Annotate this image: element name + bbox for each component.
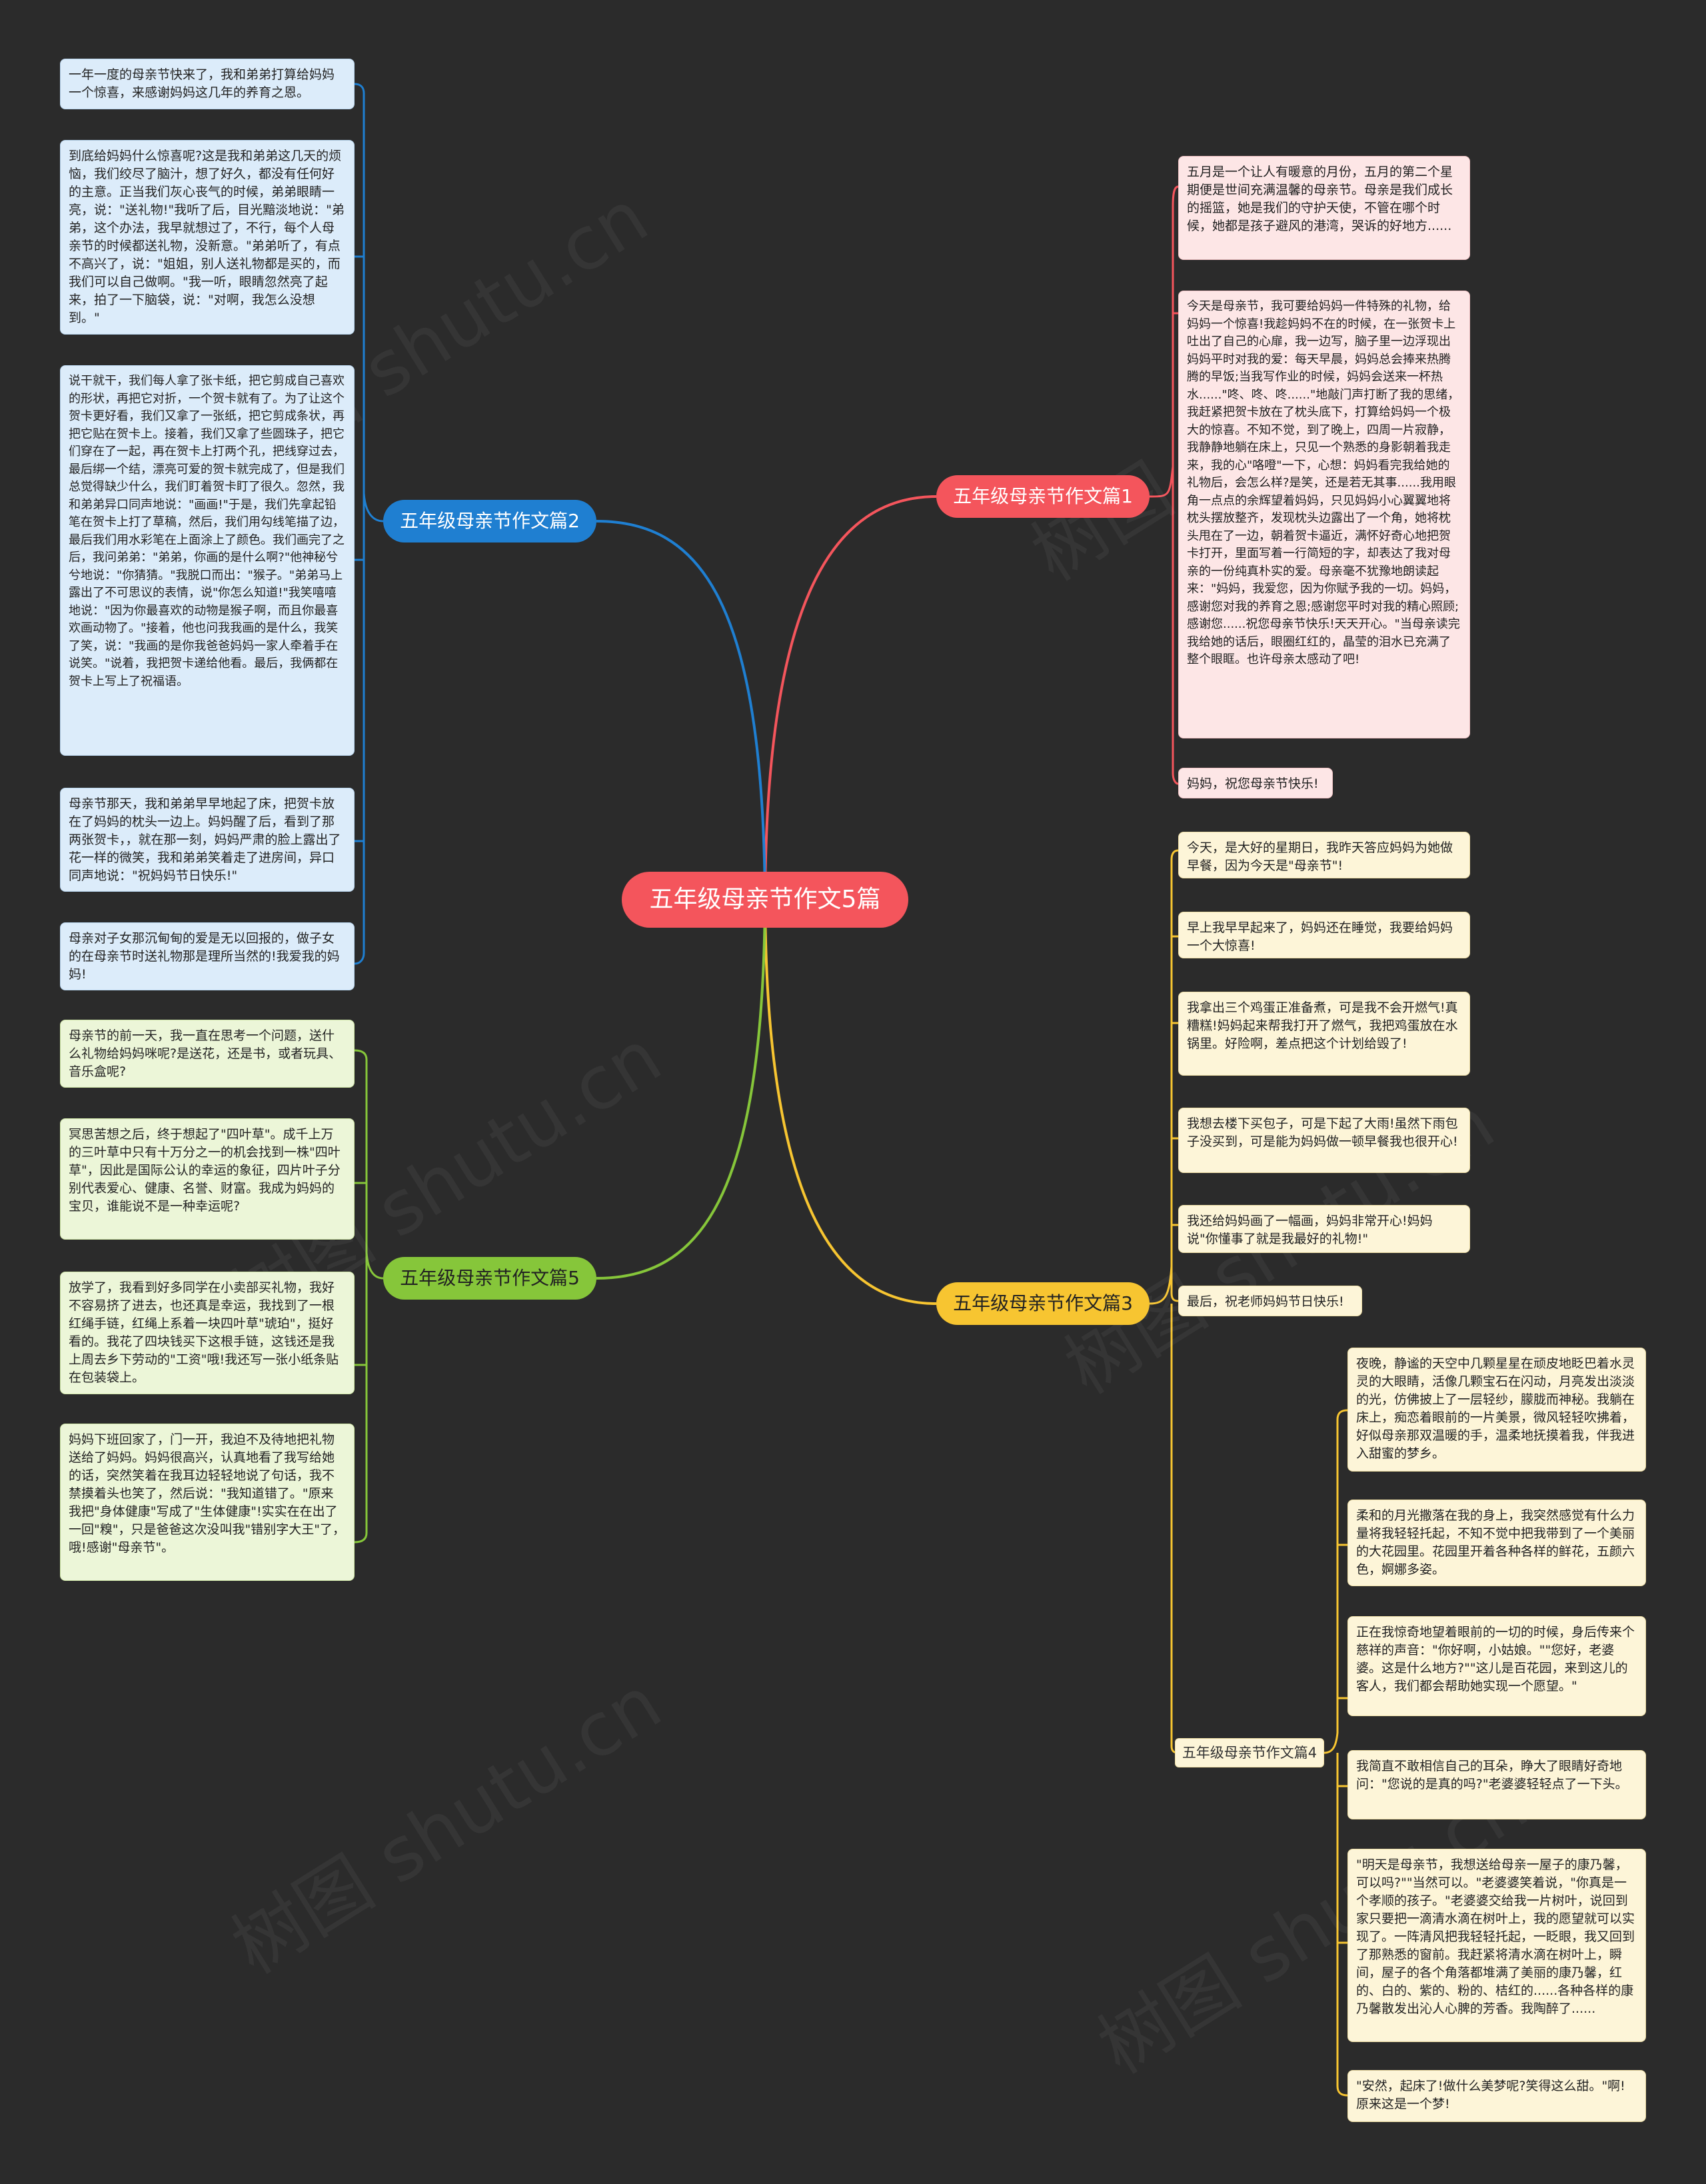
b3-note-5: 我还给妈妈画了一幅画，妈妈非常开心!妈妈说"你懂事了就是我最好的礼物!" (1178, 1205, 1470, 1253)
b2-note-1: 一年一度的母亲节快来了，我和弟弟打算给妈妈一个惊喜，来感谢妈妈这几年的养育之恩。 (60, 59, 355, 109)
b1-spine (1149, 185, 1179, 785)
b3-spine (1149, 849, 1179, 1754)
connector-root-b3 (764, 899, 937, 1305)
b2-note-5: 母亲对子女那沉甸甸的爱是无以回报的，做子女的在母亲节时送礼物那是理所当然的!我爱… (60, 922, 355, 990)
branch-2-label[interactable]: 五年级母亲节作文篇2 (383, 500, 596, 543)
b4-note-1: 夜晚，静谧的天空中几颗星星在顽皮地眨巴着水灵灵的大眼睛，活像几颗宝石在闪动，月亮… (1347, 1348, 1646, 1472)
b3-note-6: 最后，祝老师妈妈节日快乐! (1178, 1286, 1362, 1316)
b5-note-2: 冥思苦想之后，终于想起了"四叶草"。成千上万的三叶草中只有十万分之一的机会找到一… (60, 1118, 355, 1240)
b1-note-1: 五月是一个让人有暖意的月份，五月的第二个星期便是世间充满温馨的母亲节。母亲是我们… (1178, 156, 1470, 260)
branch-1-label[interactable]: 五年级母亲节作文篇1 (936, 475, 1150, 518)
b3-note-2: 早上我早早起来了，妈妈还在睡觉，我要给妈妈一个大惊喜! (1178, 912, 1470, 958)
b4-spine (1323, 1409, 1348, 2097)
b3-note-4: 我想去楼下买包子，可是下起了大雨!虽然下雨包子没买到，可是能为妈妈做一顿早餐我也… (1178, 1108, 1470, 1173)
branch-3-label[interactable]: 五年级母亲节作文篇3 (936, 1282, 1150, 1325)
b5-note-3: 放学了，我看到好多同学在小卖部买礼物，我好不容易挤了进去，也还真是幸运，我找到了… (60, 1272, 355, 1394)
connector-root-b5 (596, 899, 766, 1280)
b3-note-1: 今天，是大好的星期日，我昨天答应妈妈为她做早餐，因为今天是"母亲节"! (1178, 832, 1470, 878)
b2-spine (354, 83, 384, 965)
connector-root-b2 (596, 520, 766, 900)
b2-note-4: 母亲节那天，我和弟弟早早地起了床，把贺卡放在了妈妈的枕头一边上。妈妈醒了后，看到… (60, 788, 355, 892)
b5-spine (354, 1049, 384, 1544)
b2-note-3: 说干就干，我们每人拿了张卡纸，把它剪成自己喜欢的形状，再把它对折，一个贺卡就有了… (60, 365, 355, 756)
root-topic[interactable]: 五年级母亲节作文5篇 (622, 872, 908, 928)
branch-4-label[interactable]: 五年级母亲节作文篇4 (1175, 1738, 1324, 1767)
connector-root-b1 (764, 495, 937, 900)
b5-note-1: 母亲节的前一天，我一直在思考一个问题，送什么礼物给妈妈咪呢?是送花，还是书，或者… (60, 1020, 355, 1088)
b2-note-2: 到底给妈妈什么惊喜呢?这是我和弟弟这几天的烦恼，我们绞尽了脑汁，想了好久，都没有… (60, 140, 355, 335)
b3-note-3: 我拿出三个鸡蛋正准备煮，可是我不会开燃气!真糟糕!妈妈起来帮我打开了燃气，我把鸡… (1178, 992, 1470, 1076)
branch-5-label[interactable]: 五年级母亲节作文篇5 (383, 1257, 596, 1300)
b4-note-4: 我简直不敢相信自己的耳朵，睁大了眼睛好奇地问："您说的是真的吗?"老婆婆轻轻点了… (1347, 1750, 1646, 1819)
b4-note-5: "明天是母亲节，我想送给母亲一屋子的康乃馨，可以吗?""当然可以。"老婆婆笑着说… (1347, 1849, 1646, 2042)
b4-note-6: "安然，起床了!做什么美梦呢?笑得这么甜。"啊!原来这是一个梦! (1347, 2070, 1646, 2122)
b4-note-3: 正在我惊奇地望着眼前的一切的时候，身后传来个慈祥的声音："你好啊，小姑娘。""您… (1347, 1616, 1646, 1716)
b4-note-2: 柔和的月光撒落在我的身上，我突然感觉有什么力量将我轻轻托起，不知不觉中把我带到了… (1347, 1500, 1646, 1586)
b5-note-4: 妈妈下班回家了，门一开，我迫不及待地把礼物送给了妈妈。妈妈很高兴，认真地看了我写… (60, 1424, 355, 1581)
b1-note-3: 妈妈，祝您母亲节快乐! (1178, 768, 1333, 798)
b1-note-2: 今天是母亲节，我可要给妈妈一件特殊的礼物，给妈妈一个惊喜!我趁妈妈不在的时候，在… (1178, 291, 1470, 738)
